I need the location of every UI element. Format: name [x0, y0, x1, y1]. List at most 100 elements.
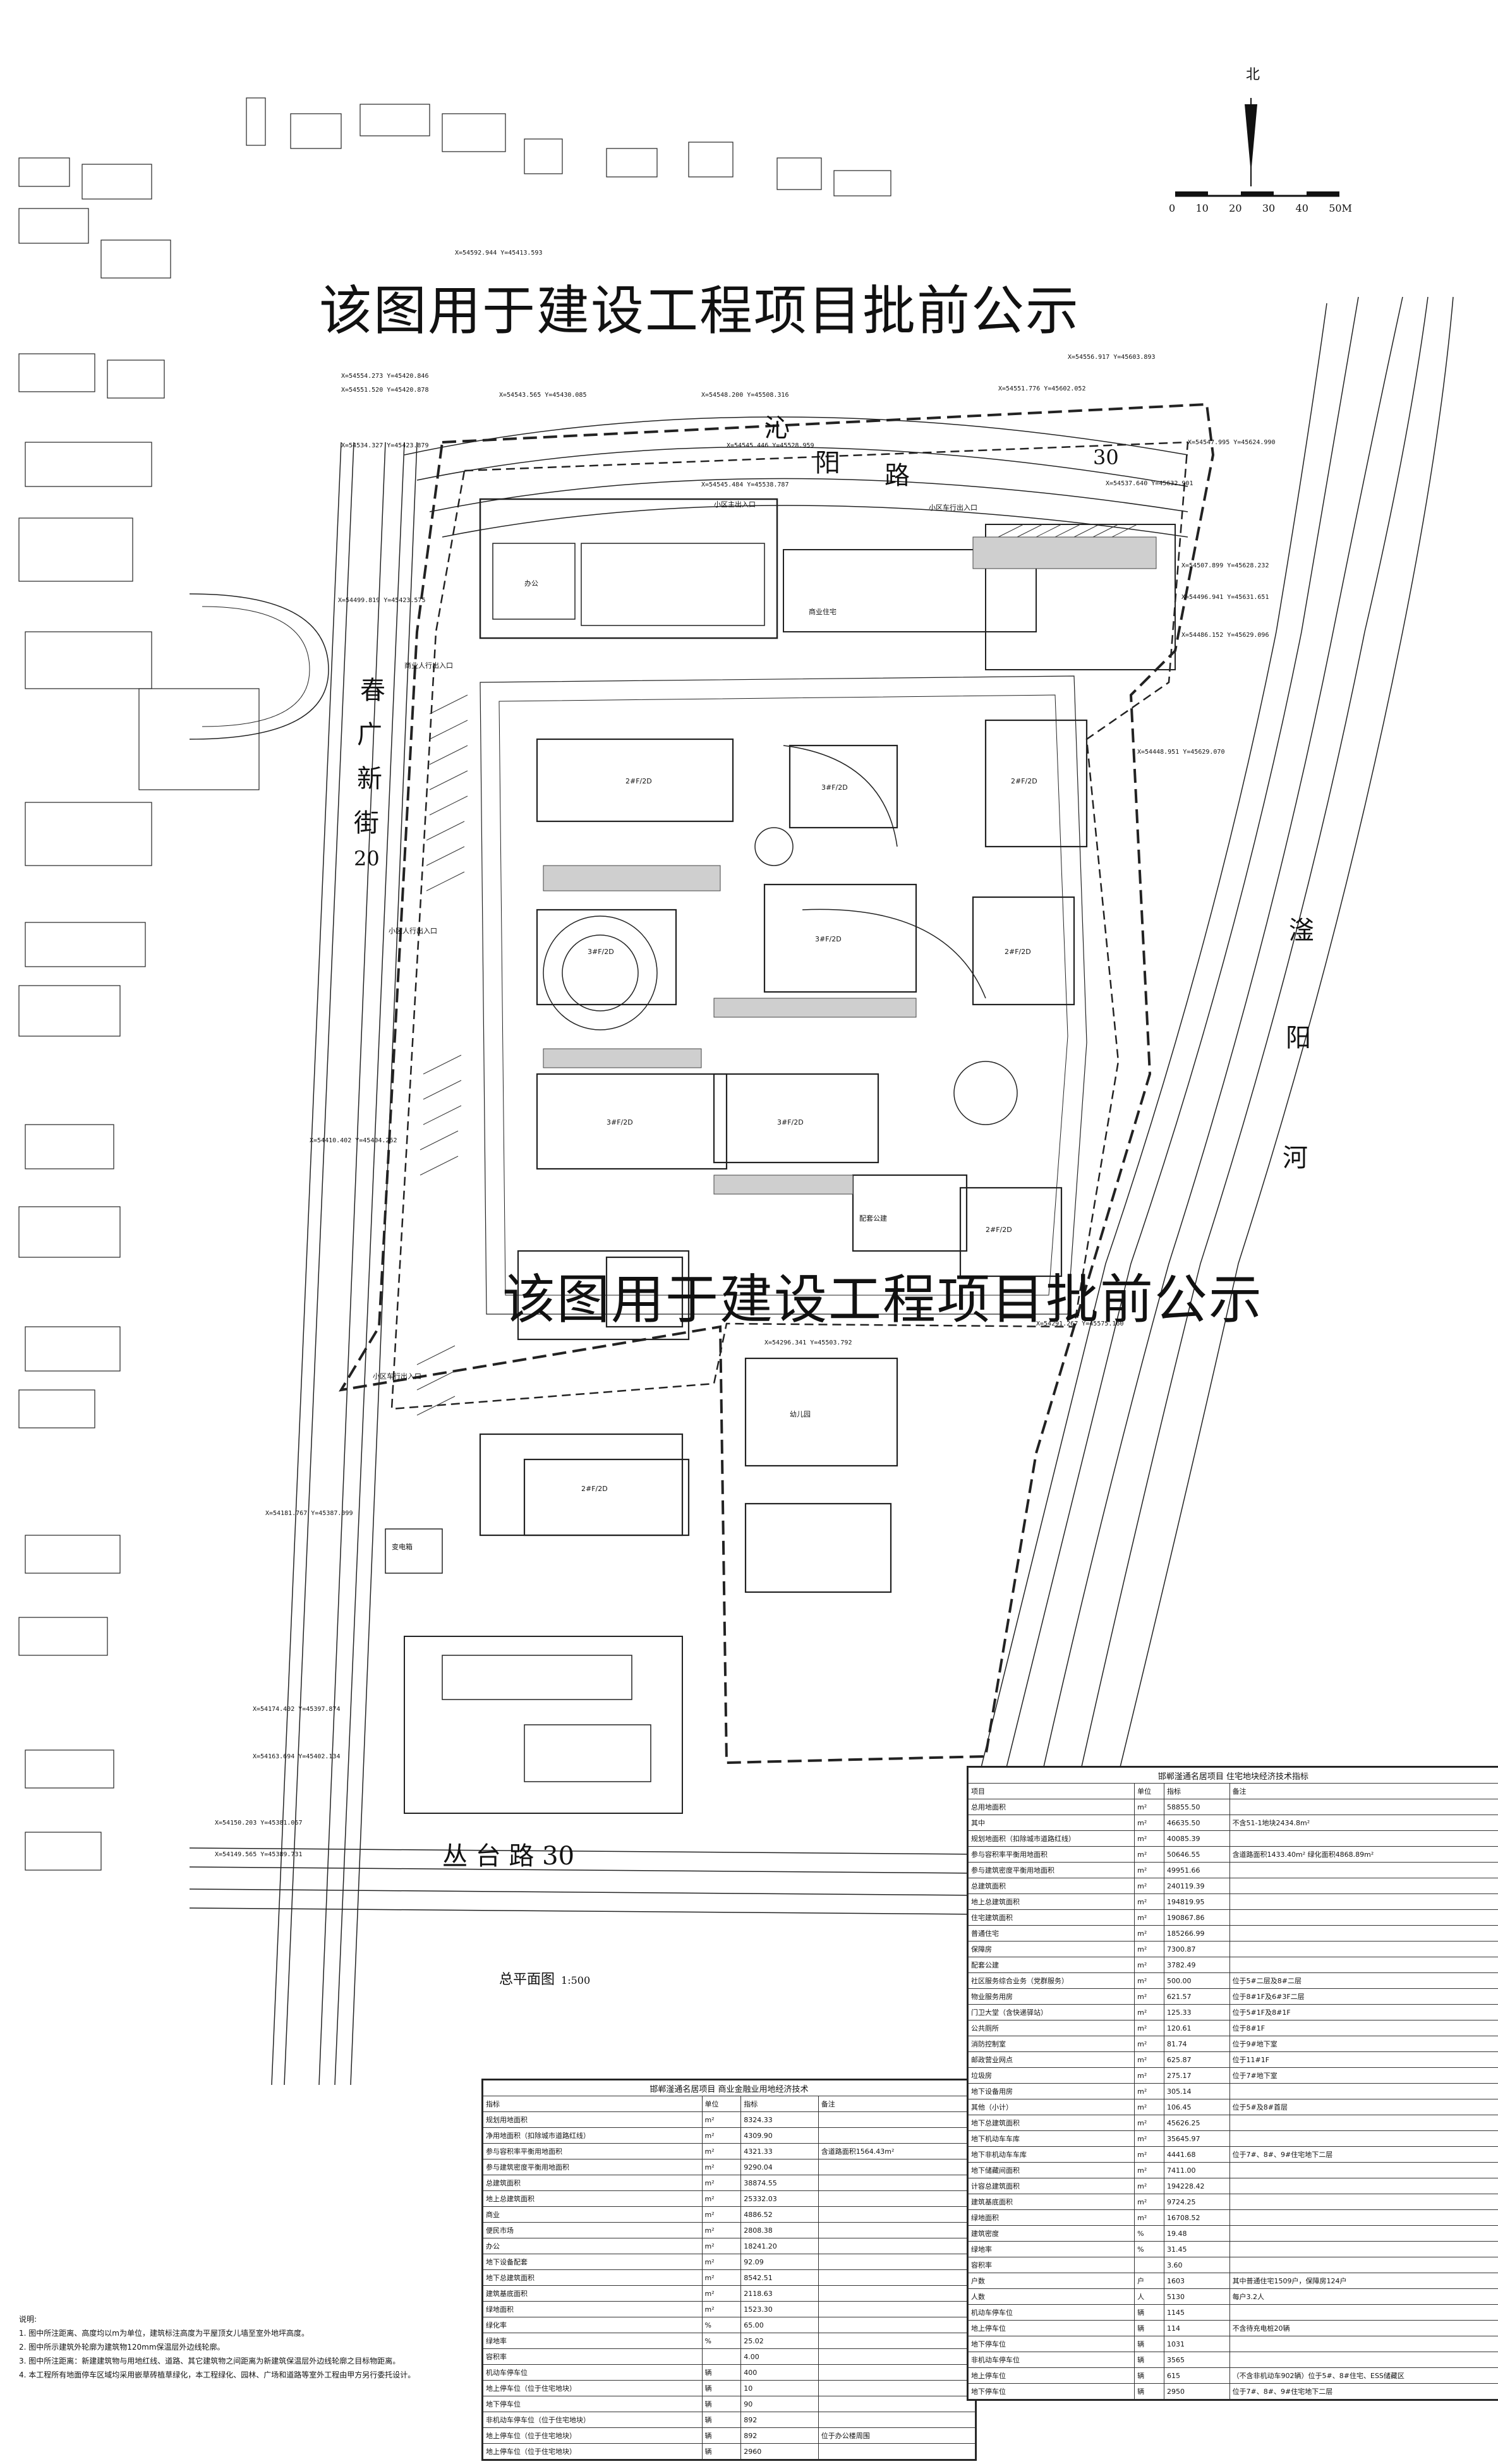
table-cell: % — [701, 2317, 742, 2333]
building-label: 3#F/2D — [815, 935, 842, 943]
table-cell: 辆 — [1134, 2304, 1164, 2321]
table-cell — [1229, 2162, 1498, 2178]
table-cell: m² — [1134, 2209, 1164, 2226]
table-cell — [818, 2285, 976, 2302]
building-label: 2#F/2D — [1011, 777, 1037, 785]
table-cell: 4886.52 — [740, 2206, 819, 2223]
table-cell: 地下储藏间面积 — [967, 2162, 1135, 2178]
table-cell: 4.00 — [740, 2348, 819, 2365]
table-cell: 消防控制室 — [967, 2036, 1135, 2052]
table-cell: 非机动车停车位（位于住宅地块） — [483, 2412, 703, 2428]
table-cell — [1229, 1862, 1498, 1878]
table-cell: 194819.95 — [1163, 1893, 1230, 1910]
table-header: 项目 — [967, 1783, 1135, 1799]
table-cell: m² — [1134, 1893, 1164, 1910]
table-cell: 500.00 — [1163, 1972, 1230, 1989]
table-cell: m² — [701, 2175, 742, 2191]
table-row: 绿地率%25.02 — [483, 2333, 976, 2349]
coordinate-label: X=54486.152 Y=45629.096 — [1181, 632, 1269, 639]
table-cell: 1145 — [1163, 2304, 1230, 2321]
table-cell: 净用地面积（扣除城市道路红线） — [483, 2127, 703, 2144]
table-cell: 65.00 — [740, 2317, 819, 2333]
building-label: 2#F/2D — [581, 1485, 608, 1493]
coordinate-label: X=54543.565 Y=45430.085 — [499, 392, 587, 399]
coordinate-label: X=54556.917 Y=45603.893 — [1068, 354, 1156, 361]
table-cell: m² — [701, 2238, 742, 2254]
table-cell — [1134, 2257, 1164, 2273]
table-cell: 商业 — [483, 2206, 703, 2223]
table-cell: 地上停车位 — [967, 2367, 1135, 2384]
table-cell: 地上总建筑面积 — [967, 1893, 1135, 1910]
table-header: 指标 — [740, 2096, 819, 2112]
building-label: 办公 — [524, 579, 538, 588]
table-cell: 住宅建筑面积 — [967, 1909, 1135, 1926]
table-cell: 615 — [1163, 2367, 1230, 2384]
table-cell: 人数 — [967, 2288, 1135, 2305]
table-cell — [1229, 1878, 1498, 1894]
scale-tick: 30 — [1262, 202, 1276, 214]
table-cell: 地上停车位（位于住宅地块） — [483, 2380, 703, 2396]
table-cell: 4321.33 — [740, 2143, 819, 2159]
left-street-char: 新 — [357, 764, 382, 794]
table-cell — [1229, 1941, 1498, 1957]
table-cell: 辆 — [1134, 2352, 1164, 2368]
table-cell: 7411.00 — [1163, 2162, 1230, 2178]
table-cell — [818, 2380, 976, 2396]
table-cell: m² — [1134, 2036, 1164, 2052]
table-cell: m² — [701, 2111, 742, 2128]
table-cell: 7300.87 — [1163, 1941, 1230, 1957]
table-cell: 参与建筑密度平衡用地面积 — [967, 1862, 1135, 1878]
river-banks — [972, 296, 1454, 1801]
table-cell: m² — [1134, 1925, 1164, 1942]
table-cell: m² — [1134, 1988, 1164, 2005]
note-item: 4. 本工程所有地面停车区域均采用嵌草砖植草绿化，本工程绿化、园林、广场和道路等… — [19, 2370, 416, 2379]
table-cell: 每户3.2人 — [1229, 2288, 1498, 2305]
table-cell: m² — [1134, 2020, 1164, 2036]
table-cell: m² — [1134, 1830, 1164, 1847]
bottom-road-lines — [189, 1847, 980, 1915]
table-cell: 辆 — [701, 2396, 742, 2412]
table-cell: m² — [1134, 2162, 1164, 2178]
table-cell: 容积率 — [483, 2348, 703, 2365]
table-cell: m² — [1134, 1972, 1164, 1989]
table-cell: 社区服务综合业务（党群服务） — [967, 1972, 1135, 1989]
table-cell: 户数 — [967, 2273, 1135, 2289]
table-cell — [818, 2301, 976, 2317]
table-cell: 其中 — [967, 1815, 1135, 1831]
table-cell: 公共厕所 — [967, 2020, 1135, 2036]
table-cell — [818, 2269, 976, 2286]
table-cell: m² — [1134, 2099, 1164, 2115]
table-cell: m² — [1134, 1846, 1164, 1863]
table-cell: 辆 — [701, 2412, 742, 2428]
table-cell: 办公 — [483, 2238, 703, 2254]
coordinate-label: X=54545.484 Y=45538.787 — [701, 481, 789, 488]
table-cell: 位于8#1F — [1229, 2020, 1498, 2036]
left-street-char: 街 — [354, 809, 379, 838]
table-cell: m² — [1134, 2115, 1164, 2131]
top-road-char: 沁 — [764, 414, 790, 443]
table-cell: 地下停车位 — [967, 2383, 1135, 2400]
coordinate-label: X=54163.694 Y=45402.134 — [253, 1753, 341, 1760]
table-row: 容积率 4.00 — [483, 2348, 976, 2365]
table-cell — [818, 2238, 976, 2254]
